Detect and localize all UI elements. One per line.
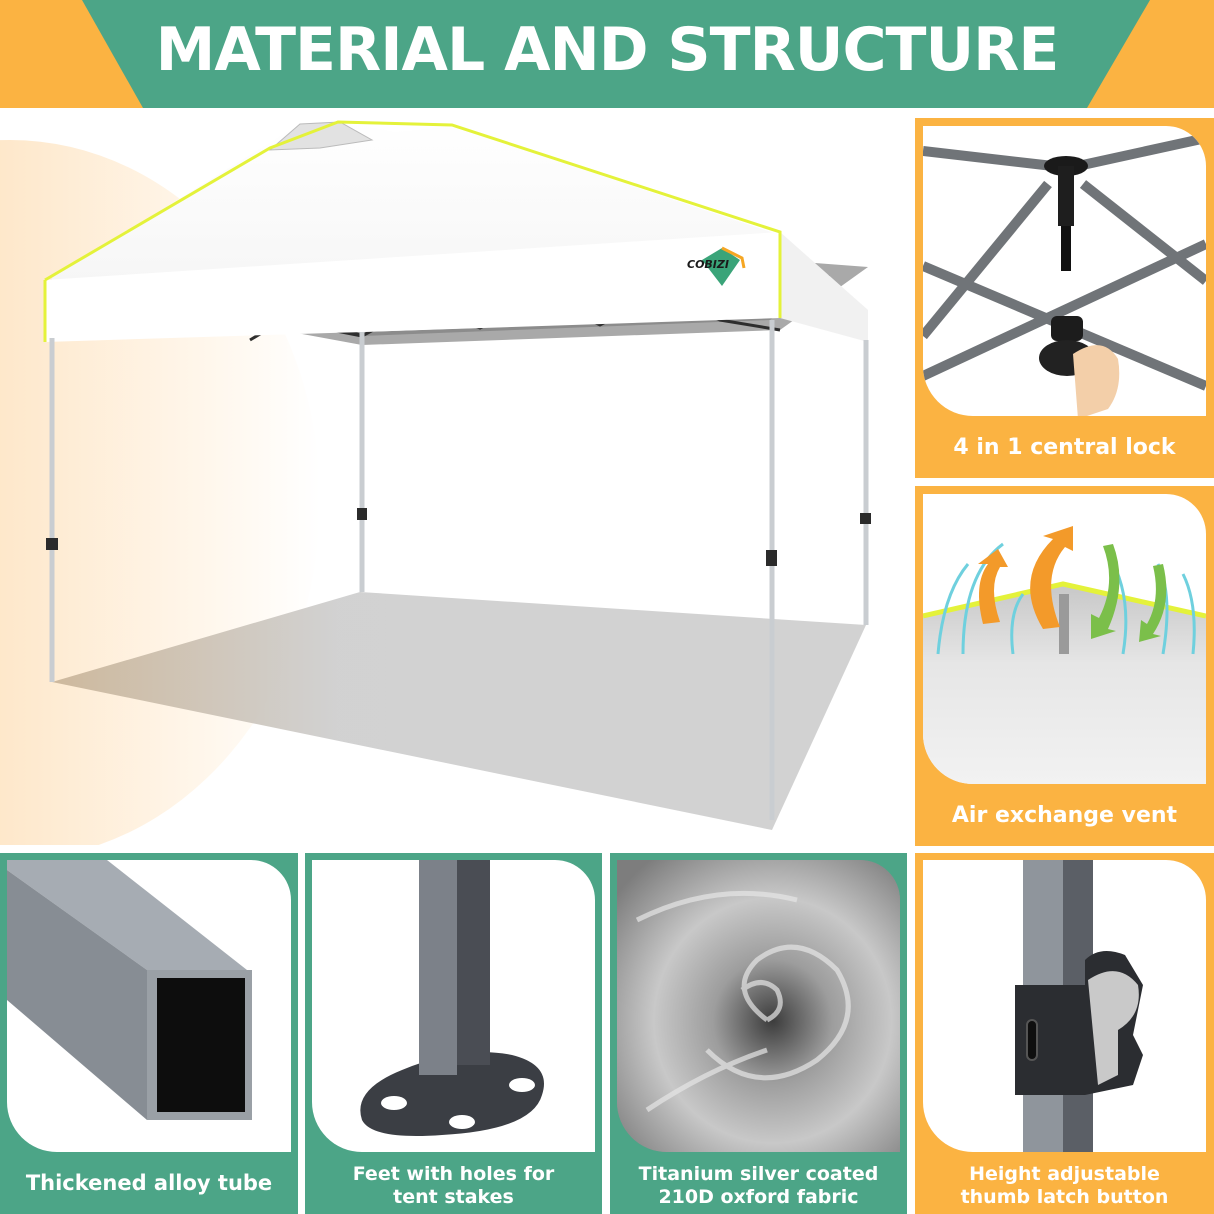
feature-caption: Air exchange vent (951, 803, 1178, 828)
foot-plate-icon (360, 860, 544, 1136)
fabric-image (617, 860, 900, 1152)
feature-caption-line1: Feet with holes for (352, 1163, 555, 1185)
thumb-latch-icon (1015, 860, 1143, 1152)
feature-caption-line1: Height adjustable (969, 1163, 1160, 1185)
feet-image (312, 860, 595, 1152)
silver-fabric-icon (617, 860, 900, 1152)
brand-logo-icon (702, 246, 746, 286)
square-tube-icon (7, 860, 252, 1120)
page-title: MATERIAL AND STRUCTURE (155, 15, 1060, 85)
feature-panel-central-lock: 4 in 1 central lock (915, 118, 1214, 478)
feature-caption-line2: thumb latch button (960, 1186, 1169, 1208)
feature-panel-alloy-tube: Thickened alloy tube (0, 853, 298, 1214)
central-lock-hub-icon (923, 133, 1206, 416)
feature-caption: Feet with holes for tent stakes (305, 1163, 602, 1209)
air-vent-image (923, 494, 1206, 784)
feature-caption: Height adjustable thumb latch button (915, 1163, 1214, 1209)
central-lock-image (923, 126, 1206, 416)
canopy-tent-illustration (43, 120, 871, 830)
brand-logo: COBIZI (684, 246, 754, 290)
feature-caption: Thickened alloy tube (25, 1171, 273, 1195)
thumb-latch-image (923, 860, 1206, 1152)
alloy-tube-image (7, 860, 291, 1152)
feature-caption-line2: tent stakes (393, 1186, 514, 1208)
brand-logo-text: COBIZI (687, 258, 729, 271)
title-banner: MATERIAL AND STRUCTURE (0, 0, 1214, 108)
feature-caption-line1: Titanium silver coated (638, 1163, 879, 1185)
feature-panel-fabric: Titanium silver coated 210D oxford fabri… (610, 853, 907, 1214)
feature-panel-air-vent: Air exchange vent (915, 486, 1214, 846)
feature-panel-thumb-latch: Height adjustable thumb latch button (915, 853, 1214, 1214)
feature-panel-feet: Feet with holes for tent stakes (305, 853, 602, 1214)
hero-tent-image: COBIZI (0, 110, 905, 845)
feature-caption: 4 in 1 central lock (953, 435, 1176, 460)
feature-caption-line2: 210D oxford fabric (658, 1186, 859, 1208)
banner-green-trapezoid (82, 0, 1150, 108)
air-vent-arrows-icon (923, 526, 1206, 784)
feature-caption: Titanium silver coated 210D oxford fabri… (610, 1163, 907, 1209)
